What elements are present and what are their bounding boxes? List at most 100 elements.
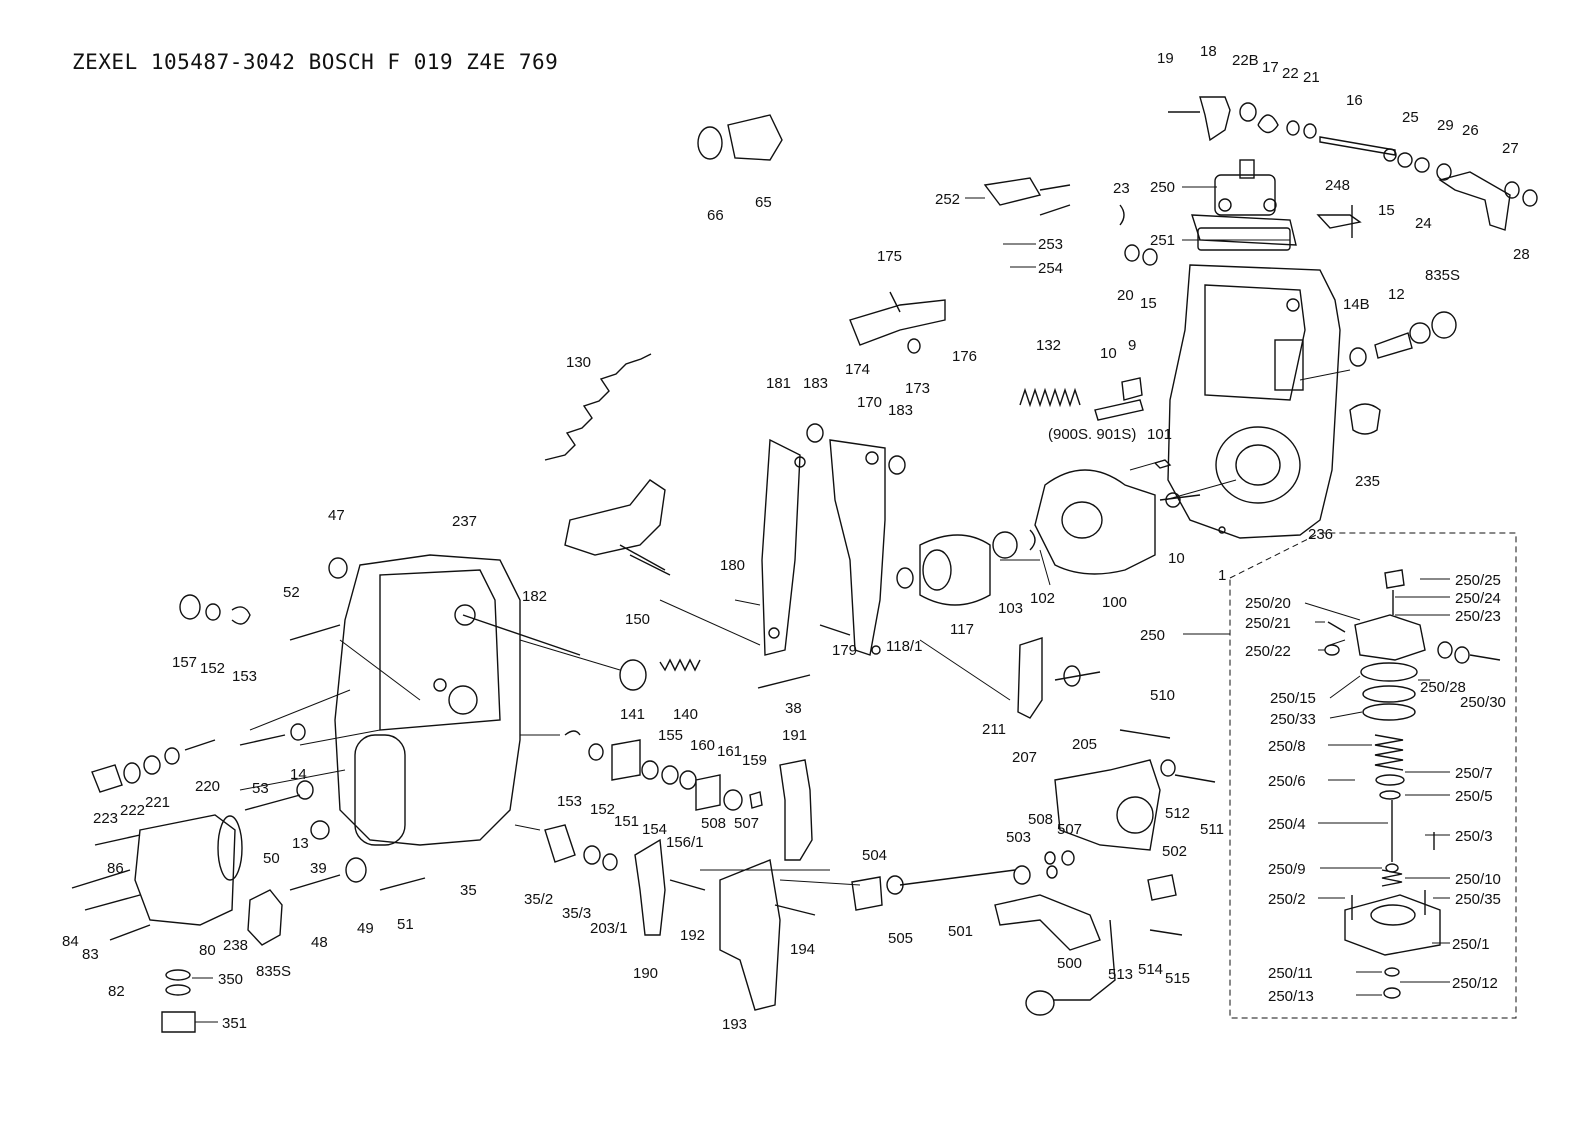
pump-drive-100 <box>1034 469 1156 575</box>
nut-47 <box>328 557 348 579</box>
callout-23: 23 <box>1113 180 1130 197</box>
plug-12-group <box>1349 311 1457 367</box>
callout-16: 16 <box>1346 92 1363 109</box>
callout-152-a: 152 <box>200 660 225 677</box>
callout-191: 191 <box>782 727 807 744</box>
callout-82: 82 <box>108 983 125 1000</box>
callout-182: 182 <box>522 588 547 605</box>
cover-80 <box>134 814 243 926</box>
callout-183-a: 183 <box>803 375 828 392</box>
bracket-174 <box>849 291 946 354</box>
callout-156-1: 156/1 <box>666 834 704 851</box>
callout-80: 80 <box>199 942 216 959</box>
bolt-182 <box>462 614 581 656</box>
clip-18 <box>1199 96 1231 142</box>
callout-10-upper: 10 <box>1100 345 1117 362</box>
leader-lines <box>192 186 1450 1023</box>
callout-176: 176 <box>952 348 977 365</box>
bolt-10-group <box>1094 377 1201 508</box>
callout-192: 192 <box>680 927 705 944</box>
lever-150 <box>564 479 671 576</box>
callout-38: 38 <box>785 700 802 717</box>
callout-502: 502 <box>1162 843 1187 860</box>
callout-22b: 22B <box>1232 52 1259 69</box>
callout-190: 190 <box>633 965 658 982</box>
left-fasteners <box>71 594 426 941</box>
callout-48: 48 <box>311 934 328 951</box>
callout-248: 248 <box>1325 177 1350 194</box>
callout-252: 252 <box>935 191 960 208</box>
callout-13: 13 <box>292 835 309 852</box>
lever-500 <box>994 894 1101 951</box>
callout-161: 161 <box>717 743 742 760</box>
seal-235 <box>1349 403 1381 435</box>
callout-220: 220 <box>195 778 220 795</box>
callout-250-30: 250/30 <box>1460 694 1506 711</box>
callout-52: 52 <box>283 584 300 601</box>
callout-65: 65 <box>755 194 772 211</box>
callout-250-23: 250/23 <box>1455 608 1501 625</box>
subassembly-250-boundary <box>1229 532 1517 1019</box>
bushing-183a <box>806 423 824 443</box>
callout-250-25: 250/25 <box>1455 572 1501 589</box>
callout-15-top: 15 <box>1378 202 1395 219</box>
callout-83: 83 <box>82 946 99 963</box>
callout-250-13: 250/13 <box>1268 988 1314 1005</box>
callout-86: 86 <box>107 860 124 877</box>
callout-511: 511 <box>1200 821 1224 838</box>
callout-513: 513 <box>1108 966 1133 983</box>
callout-194: 194 <box>790 941 815 958</box>
callout-84: 84 <box>62 933 79 950</box>
callout-140: 140 <box>673 706 698 723</box>
callout-250-24: 250/24 <box>1455 590 1501 607</box>
middle-stack-151-161 <box>564 730 763 811</box>
callout-211: 211 <box>982 721 1006 738</box>
callout-237: 237 <box>452 513 477 530</box>
plug-835s-left <box>247 889 283 946</box>
spring-130 <box>544 353 652 461</box>
callout-9: 9 <box>1128 337 1136 354</box>
washer-20 <box>1124 244 1140 262</box>
callout-222: 222 <box>120 802 145 819</box>
lever-191 <box>779 759 813 861</box>
callout-254: 254 <box>1038 260 1063 277</box>
callout-17: 17 <box>1262 59 1279 76</box>
plug-502 <box>1147 874 1177 901</box>
callout-223: 223 <box>93 810 118 827</box>
callout-503: 503 <box>1006 829 1031 846</box>
callout-250-11: 250/11 <box>1268 965 1313 982</box>
callout-132: 132 <box>1036 337 1061 354</box>
callout-835s-top: 835S <box>1425 267 1460 284</box>
callout-174: 174 <box>845 361 870 378</box>
nut-27 <box>1504 181 1520 199</box>
control-valve-250 <box>1191 159 1297 246</box>
callout-512: 512 <box>1165 805 1190 822</box>
callout-250-12: 250/12 <box>1452 975 1498 992</box>
lever-26 <box>1438 171 1511 231</box>
governor-housing-1 <box>1167 264 1341 539</box>
callout-130: 130 <box>566 354 591 371</box>
callout-250-8: 250/8 <box>1268 738 1306 755</box>
callout-514: 514 <box>1138 961 1163 978</box>
callout-221: 221 <box>145 794 170 811</box>
callout-22: 22 <box>1282 65 1299 82</box>
callout-21: 21 <box>1303 69 1320 86</box>
callout-250-top: 250 <box>1150 179 1175 196</box>
callout-27: 27 <box>1502 140 1519 157</box>
callout-193: 193 <box>722 1016 747 1033</box>
callout-250-15: 250/15 <box>1270 690 1316 707</box>
callout-235: 235 <box>1355 473 1380 490</box>
callout-900s-901s: (900S. 901S) <box>1048 426 1136 443</box>
callout-35: 35 <box>460 882 477 899</box>
callout-1: 1 <box>1218 567 1226 584</box>
parts-17-25-group <box>1239 102 1452 181</box>
spring-140 <box>659 658 701 672</box>
callout-835s-bottom: 835S <box>256 963 291 980</box>
diagram-title: ZEXEL 105487-3042 BOSCH F 019 Z4E 769 <box>72 50 559 74</box>
callout-508-b: 508 <box>1028 811 1053 828</box>
callout-51: 51 <box>397 916 414 933</box>
callout-102: 102 <box>1030 590 1055 607</box>
pin-179 <box>819 624 851 636</box>
callout-labels: 19 18 22B 17 22 21 16 25 29 26 27 28 24 … <box>62 43 1530 1033</box>
callout-236: 236 <box>1308 526 1333 543</box>
